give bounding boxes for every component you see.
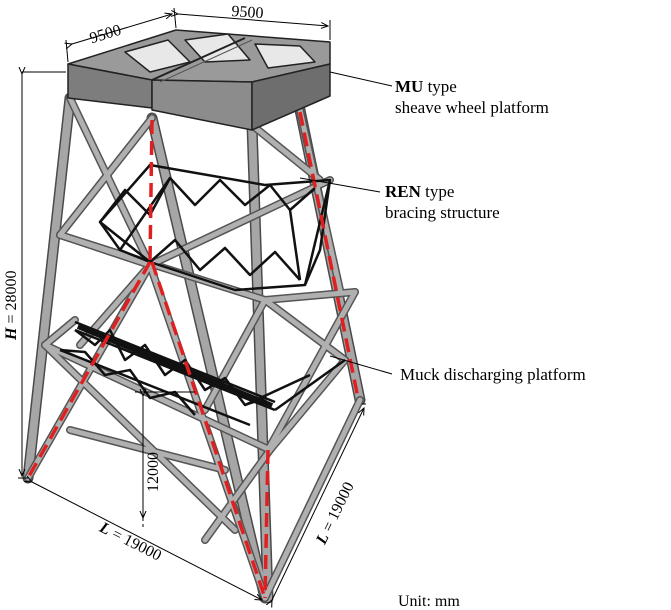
label-mu-line1: MU type	[395, 77, 457, 96]
dim-platform-height: 12000	[145, 452, 162, 492]
dimension-lines	[18, 7, 393, 600]
mu-platform	[67, 29, 331, 131]
label-ren-line1: REN type	[385, 182, 455, 201]
label-unit: Unit: mm	[398, 593, 460, 610]
dim-top-right-width: 9500	[230, 3, 264, 23]
dim-height: H = 28000	[3, 270, 20, 340]
label-ren-bracing: REN type bracing structure	[385, 183, 500, 221]
label-mu-line2: sheave wheel platform	[395, 98, 549, 117]
label-mu-platform: MU type sheave wheel platform	[395, 78, 549, 116]
label-muck-platform: Muck discharging platform	[400, 365, 586, 384]
corner-dash-lines	[26, 111, 360, 599]
ren-bracing	[98, 163, 332, 292]
muck-platform-beam	[76, 323, 274, 409]
label-ren-line2: bracing structure	[385, 203, 500, 222]
